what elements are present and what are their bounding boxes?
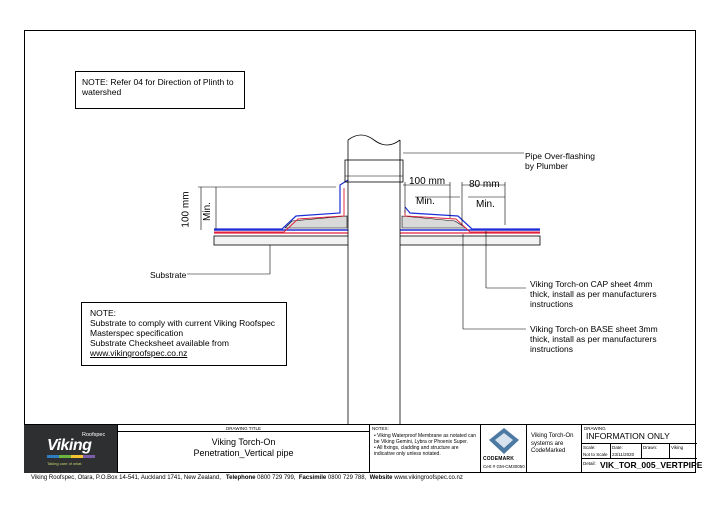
title-block: Viking Roofspec Taking care of what DRAW… xyxy=(24,424,702,473)
main-note-line: Substrate Checksheet available from xyxy=(90,338,229,348)
substrate-label: Substrate xyxy=(150,270,187,280)
codemarked-cell: Viking Torch-On systems are CodeMarked xyxy=(526,425,581,473)
codemark-text: CODEMARK xyxy=(483,456,515,462)
pipe-overflashing xyxy=(344,159,404,183)
top-note-box: NOTE: Refer 04 for Direction of Plinth t… xyxy=(75,71,245,109)
overflashing-label: Pipe Over-flashing xyxy=(525,151,595,161)
notes-item: All fixings, cladding and structure are … xyxy=(374,445,459,457)
drawing-title-line1: Viking Torch-On xyxy=(211,437,276,447)
footer-tel-label: Telephone xyxy=(225,475,256,481)
dim-min-2: Min. xyxy=(476,199,495,210)
notes-item: Viking Waterproof Membrane as notated ca… xyxy=(374,433,477,445)
date-value: 23/11/2020 xyxy=(612,452,635,457)
logo-tagline: Taking care of what xyxy=(47,461,82,466)
main-note-box: NOTE: Substrate to comply with current V… xyxy=(81,302,287,366)
drawing-title-cell: DRAWING TITLE Viking Torch-On Penetratio… xyxy=(117,425,369,473)
drawing-title-line2: Penetration_Vertical pipe xyxy=(193,448,294,458)
left-plinth xyxy=(284,215,348,229)
base-sheet-label-1: Viking Torch-on BASE sheet 3mm xyxy=(530,324,658,334)
cert-number: Cert # GM-CM30050 xyxy=(483,464,525,469)
date-header: Date: xyxy=(612,445,623,450)
codemarked-text: Viking Torch-On systems are CodeMarked xyxy=(531,433,574,454)
detail-value: VIK_TOR_005_VERTPIPE xyxy=(600,460,703,470)
drawing-info-cell: DRAWING INFORMATION ONLY Scale: Not to S… xyxy=(581,425,702,473)
viking-logo: Viking Roofspec Taking care of what xyxy=(24,425,117,473)
notes-list: • Viking Waterproof Membrane as notated … xyxy=(374,433,477,457)
drawing-title-header: DRAWING TITLE xyxy=(118,426,369,432)
notes-cell: NOTES: • Viking Waterproof Membrane as n… xyxy=(369,425,480,473)
dim-80mm: 80 mm xyxy=(469,179,500,190)
drawn-header: Drawn: xyxy=(643,445,658,450)
drawn-value: Viking xyxy=(671,445,684,450)
cap-sheet-label-1: Viking Torch-on CAP sheet 4mm xyxy=(530,279,653,289)
pipe-break-top xyxy=(347,134,401,146)
base-sheet-label-2: thick, install as per manufacturers xyxy=(530,334,657,344)
roofspec-link[interactable]: www.vikingroofspec.co.nz xyxy=(90,348,188,358)
codemark-icon xyxy=(489,428,519,454)
dim-min-vertical: Min. xyxy=(201,202,213,221)
overflashing-label-2: by Plumber xyxy=(525,161,568,171)
dim-100mm-vertical: 100 mm xyxy=(180,191,192,228)
footer-tel: 0800 729 799, xyxy=(257,475,296,481)
logo-sub: Roofspec xyxy=(82,432,106,438)
drawing-header: DRAWING xyxy=(584,426,606,431)
notes-header: NOTES: xyxy=(372,426,389,431)
cap-sheet-label-3: instructions xyxy=(530,299,573,309)
base-sheet-upstand-right xyxy=(404,210,540,233)
information-only: INFORMATION ONLY xyxy=(586,431,670,441)
base-sheet-label-3: instructions xyxy=(530,344,573,354)
main-note-line: Substrate to comply with current Viking … xyxy=(90,318,276,328)
footer: Viking Roofspec, Otara, P.O.Box 14-541, … xyxy=(31,474,463,482)
dim-min-1: Min. xyxy=(416,196,435,207)
dim-100mm-horizontal: 100 mm xyxy=(409,176,446,187)
footer-web[interactable]: www.vikingroofspec.co.nz xyxy=(394,475,463,481)
footer-fax-label: Facsimile xyxy=(298,475,327,481)
cap-sheet-upstand-right xyxy=(404,206,540,230)
scale-value: Not to Scale xyxy=(583,452,608,457)
scale-header: Scale: xyxy=(583,445,596,450)
cap-sheet-label-2: thick, install as per manufacturers xyxy=(530,289,657,299)
top-note-text: NOTE: Refer 04 for Direction of Plinth t… xyxy=(82,77,234,97)
codemark-cell: CODEMARK Cert # GM-CM30050 xyxy=(480,425,526,473)
footer-fax: 0800 729 788, xyxy=(327,475,367,481)
base-sheet-upstand-left xyxy=(214,188,345,233)
drawing-sheet-border xyxy=(24,30,696,473)
footer-web-label: Website xyxy=(369,475,393,481)
logo-brand: Viking xyxy=(47,437,92,454)
detail-header: Detail: xyxy=(583,461,596,466)
cap-sheet-upstand-left xyxy=(214,179,349,230)
main-note-line: Masterspec specification xyxy=(90,328,184,338)
main-note-title: NOTE: xyxy=(90,308,116,318)
footer-address: Viking Roofspec, Otara, P.O.Box 14-541, … xyxy=(31,475,221,481)
